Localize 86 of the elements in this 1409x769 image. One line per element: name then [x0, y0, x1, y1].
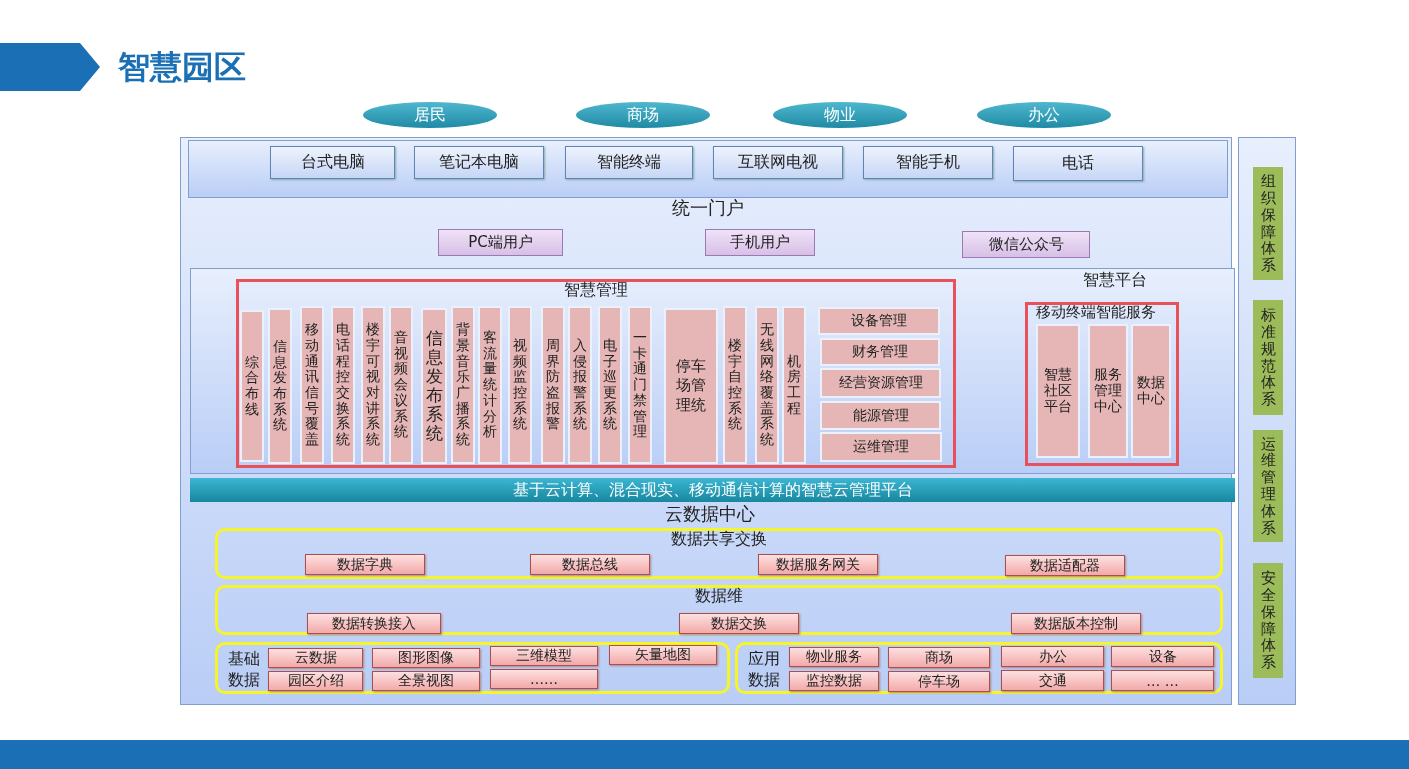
data-box: 三维模型 [490, 646, 598, 666]
data-box: 数据版本控制 [1011, 613, 1141, 634]
data-box: 数据转换接入 [307, 613, 441, 634]
data-group-frame [215, 585, 1223, 635]
user-group-ellipse: 居民 [363, 102, 497, 128]
portal-box: 微信公众号 [962, 231, 1090, 258]
portal-box: PC端用户 [438, 229, 563, 256]
section-heading: 数据维 [694, 586, 744, 607]
page-title: 智慧园区 [118, 47, 246, 88]
system-column: 楼宇自控系统 [723, 306, 747, 464]
system-bar: 运维管理体系 [1253, 430, 1283, 542]
system-column: 视频监控系统 [508, 306, 532, 464]
system-column: 背景音乐广播系统 [451, 306, 475, 464]
data-box: 交通 [1001, 670, 1104, 691]
device-box: 智能终端 [565, 146, 693, 179]
system-column: 智慧社区平台 [1036, 324, 1080, 458]
system-column: 停车场管理统 [664, 308, 718, 464]
group-frame [1025, 302, 1179, 466]
system-column: 机房工程 [782, 306, 806, 464]
data-box: …… [490, 669, 598, 689]
data-box: 数据交换 [679, 613, 799, 634]
device-box: 互联网电视 [713, 146, 843, 179]
system-column: 无线网络覆盖系统 [755, 306, 779, 464]
data-box: 园区介绍 [268, 671, 363, 691]
user-group-ellipse: 办公 [977, 102, 1111, 128]
platform-band: 基于云计算、混合现实、移动通信计算的智慧云管理平台 [190, 478, 1235, 502]
layer-panel [1238, 137, 1296, 705]
device-box: 智能手机 [863, 146, 993, 179]
data-box: 矢量地图 [609, 645, 717, 665]
data-box: 办公 [1001, 646, 1104, 667]
data-box: 数据总线 [530, 554, 650, 575]
system-column: 客流量统计分析 [478, 306, 502, 464]
system-column: 服务管理中心 [1088, 324, 1128, 458]
function-box: 经营资源管理 [820, 368, 941, 398]
function-box: 财务管理 [820, 338, 940, 366]
data-box: 数据服务网关 [758, 554, 878, 575]
function-box: 能源管理 [820, 401, 941, 430]
system-bar: 组织保障体系 [1253, 167, 1283, 280]
layer-panel [188, 140, 1228, 198]
section-heading: 应用数据 [748, 649, 781, 691]
system-column: 电话程控交换系统 [331, 306, 355, 464]
user-group-ellipse: 商场 [576, 102, 710, 128]
system-column: 周界防盗报警 [541, 306, 565, 464]
data-box: 数据字典 [305, 554, 425, 575]
portal-box: 手机用户 [705, 229, 815, 256]
system-column: 入侵报警系统 [568, 306, 592, 464]
section-heading: 智慧平台 [1082, 270, 1148, 291]
data-box: 物业服务 [789, 647, 879, 667]
system-column: 数据中心 [1131, 324, 1171, 458]
system-bar: 安全保障体系 [1253, 563, 1283, 678]
system-column: 电子巡更系统 [598, 306, 622, 464]
data-box: 图形图像 [372, 648, 480, 668]
data-box: 云数据 [268, 648, 363, 668]
system-column: 信息发布系统 [421, 308, 447, 464]
data-group-frame [215, 642, 730, 694]
data-box: 监控数据 [789, 671, 879, 691]
layer-panel [180, 137, 1232, 705]
data-group-frame [215, 528, 1223, 579]
system-column: 音视频会议系统 [389, 306, 413, 464]
system-bar: 标准规范体系 [1253, 300, 1283, 415]
section-heading: 基础数据 [228, 649, 261, 691]
device-box: 笔记本电脑 [414, 146, 544, 179]
data-box: 数据适配器 [1005, 555, 1125, 576]
data-group-frame [735, 642, 1223, 694]
system-column: 移动通讯信号覆盖 [300, 306, 324, 464]
data-box: 商场 [888, 647, 990, 668]
section-heading: 云数据中心 [664, 502, 756, 526]
user-group-ellipse: 物业 [773, 102, 907, 128]
system-column: 信息发布系统 [268, 308, 292, 464]
section-heading: 智慧管理 [563, 280, 629, 301]
layer-panel [190, 268, 1235, 474]
data-box: 设备 [1111, 646, 1214, 667]
function-box: 设备管理 [818, 307, 940, 335]
function-box: 运维管理 [820, 432, 942, 462]
data-box: … … [1111, 670, 1214, 691]
group-frame [236, 279, 956, 468]
section-heading: 移动终端智能服务 [1036, 303, 1156, 322]
section-heading: 数据共享交换 [670, 529, 768, 550]
data-box: 全景视图 [372, 671, 480, 691]
data-box: 停车场 [888, 671, 990, 692]
device-box: 台式电脑 [270, 146, 395, 179]
system-column: 一卡通门禁管理 [628, 306, 652, 464]
section-heading: 统一门户 [670, 196, 745, 220]
device-box: 电话 [1013, 146, 1143, 181]
system-column: 楼宇可视对讲系统 [361, 306, 385, 464]
system-column: 综合布线 [240, 310, 264, 462]
